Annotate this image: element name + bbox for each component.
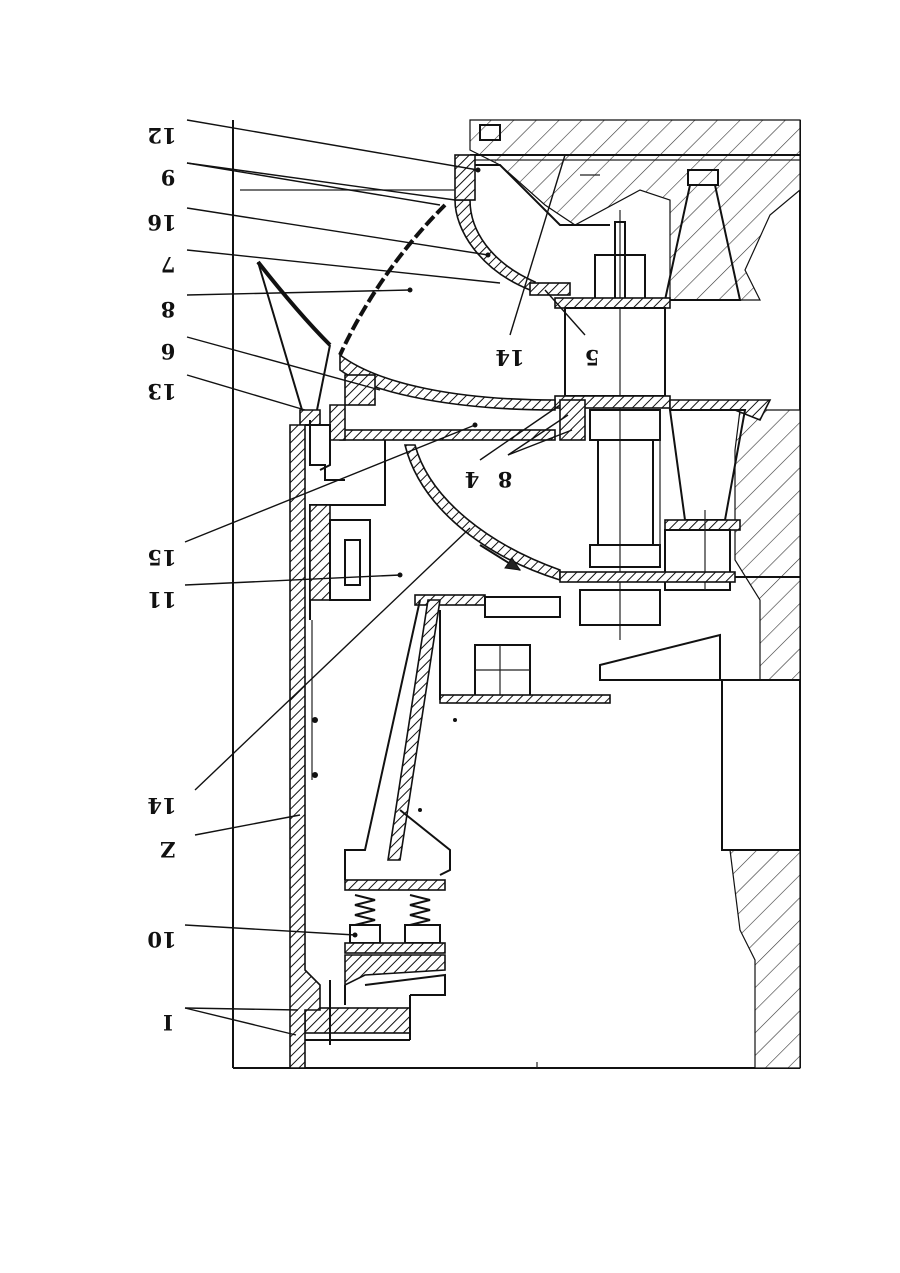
base-foundation [300, 955, 445, 1045]
spring-assembly [345, 880, 445, 953]
label-6: 6 [161, 339, 176, 364]
left-funnel [258, 262, 330, 425]
label-1: I [163, 1010, 173, 1035]
label-9: 9 [161, 165, 176, 190]
label-8-left: 8 [161, 297, 176, 322]
label-z: Z [160, 837, 175, 862]
callout-labels: 12 9 16 7 8 6 13 15 11 14 Z 10 I 14 5 4 … [147, 123, 599, 1035]
central-bearing-column [560, 400, 730, 590]
diagonal-chute [405, 445, 560, 580]
right-masonry-structure [470, 120, 800, 1068]
label-10: 10 [147, 927, 176, 952]
lower-horizontal-plate [415, 572, 800, 625]
left-inner-wall [310, 440, 385, 780]
label-12: 12 [147, 123, 176, 148]
label-15: 15 [147, 545, 176, 570]
label-8-center: 8 [498, 467, 513, 492]
misc-marks [240, 190, 537, 1068]
label-5: 5 [585, 345, 600, 370]
inclined-support-column [345, 600, 450, 880]
diagonal-blade [258, 205, 445, 355]
leader-lines [185, 120, 585, 1035]
label-16: 16 [147, 210, 176, 235]
label-14-left: 14 [147, 793, 176, 818]
label-13: 13 [147, 379, 176, 404]
label-7: 7 [161, 252, 176, 277]
label-14-center: 14 [495, 345, 524, 370]
label-4: 4 [465, 467, 480, 492]
label-11: 11 [147, 587, 176, 612]
